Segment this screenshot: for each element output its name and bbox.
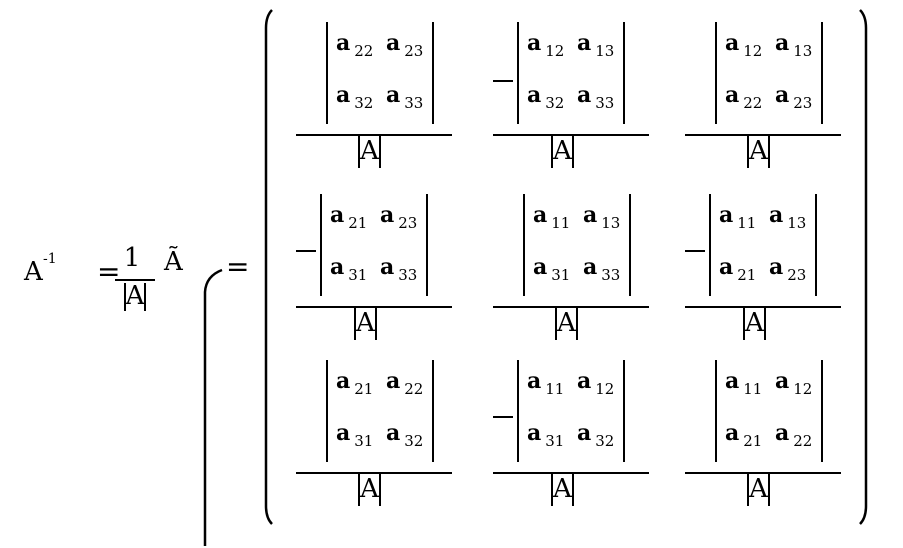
fraction-bar xyxy=(115,279,155,281)
right-paren xyxy=(859,9,868,525)
fraction-denominator: A xyxy=(551,136,574,168)
left-paren xyxy=(264,9,273,525)
fraction-denominator: A xyxy=(354,308,377,340)
fraction-bar xyxy=(685,134,841,136)
adjugate-matrix: Ã xyxy=(164,247,183,277)
fraction-numerator: 1 xyxy=(123,243,141,273)
fraction-denominator: A xyxy=(555,308,578,340)
fraction-denominator: A xyxy=(358,474,381,506)
matrix-A: A xyxy=(24,257,43,287)
fraction-denominator: A xyxy=(747,474,770,506)
fraction-denominator: A xyxy=(123,281,147,311)
minus-sign xyxy=(493,416,513,418)
fraction-bar xyxy=(493,472,649,474)
fraction-bar xyxy=(296,134,452,136)
fraction-bar xyxy=(685,472,841,474)
inverse-superscript: -1 xyxy=(43,251,57,267)
minus-sign xyxy=(685,250,705,252)
minus-sign xyxy=(296,250,316,252)
equals-sign-2: = xyxy=(226,250,250,283)
fraction-bar xyxy=(296,306,452,308)
fraction-denominator: A xyxy=(743,308,766,340)
fraction-denominator: A xyxy=(358,136,381,168)
fraction-denominator: A xyxy=(747,136,770,168)
fraction-bar xyxy=(493,306,649,308)
stray-bracket xyxy=(203,268,223,546)
fraction-bar xyxy=(685,306,841,308)
fraction-bar xyxy=(493,134,649,136)
fraction-bar xyxy=(296,472,452,474)
minus-sign xyxy=(493,80,513,82)
fraction-denominator: A xyxy=(551,474,574,506)
equals-sign: = xyxy=(97,255,121,288)
